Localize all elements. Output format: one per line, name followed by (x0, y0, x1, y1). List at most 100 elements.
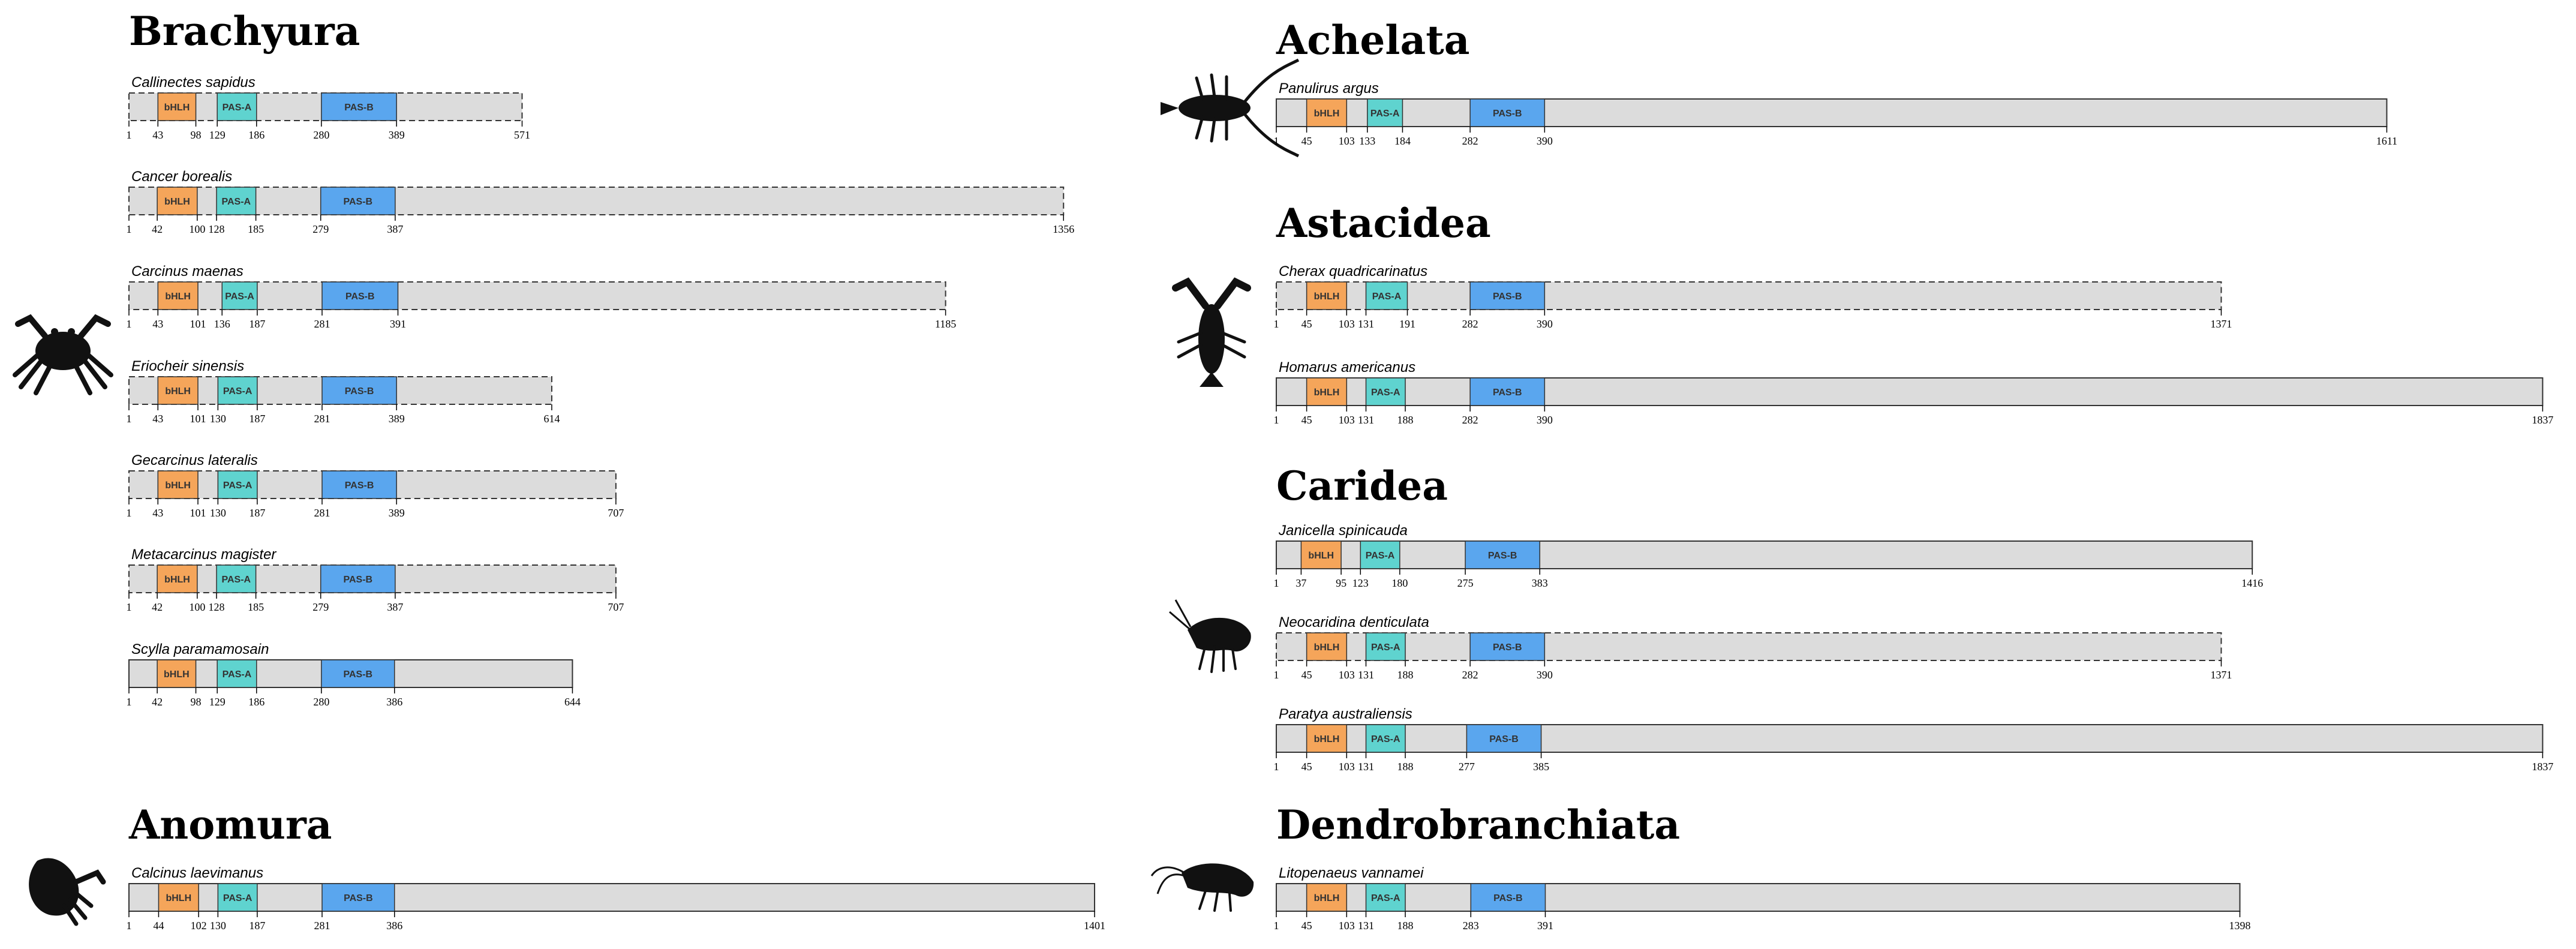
tick-label: 101 (190, 413, 206, 425)
tick-label: 390 (1537, 669, 1553, 681)
tick-label: 1837 (2532, 414, 2553, 426)
tick-label: 187 (249, 920, 265, 932)
protein-bar (1276, 281, 2222, 310)
tick-label: 614 (543, 413, 560, 425)
domain-label: PAS-A (223, 893, 253, 903)
pas-a-domain (1365, 883, 1406, 912)
protein-bar (128, 187, 1065, 215)
domain-label: PAS-A (223, 669, 252, 680)
domain-label: bHLH (1314, 388, 1340, 398)
domain-label: PAS-A (223, 480, 253, 491)
tick-label: 184 (1394, 135, 1411, 147)
tick-label: 1416 (2241, 577, 2263, 589)
tick-label: 1 (1274, 577, 1279, 589)
tick-label: 1401 (1084, 920, 1105, 932)
tick-label: 130 (210, 507, 226, 519)
tick-label: 188 (1397, 920, 1414, 932)
tick-label: 187 (249, 413, 265, 425)
domain-label: PAS-A (1371, 734, 1400, 744)
tick-label: 43 (152, 129, 163, 141)
pas-b-domain (320, 187, 396, 215)
domain-label: bHLH (1314, 734, 1340, 744)
pas-b-domain (1469, 377, 1546, 406)
group-title: Caridea (1276, 463, 1448, 509)
bhlh-domain (157, 376, 199, 405)
pas-b-domain (1465, 540, 1541, 569)
tick-label: 43 (152, 318, 163, 330)
tick-label: 42 (152, 223, 163, 235)
pas-b-domain (1466, 724, 1542, 753)
tick-label: 279 (312, 601, 329, 613)
tick-label: 1 (1274, 318, 1279, 330)
domain-label: PAS-A (1371, 642, 1400, 653)
tick-label: 1 (127, 223, 132, 235)
tick-label: 44 (153, 920, 164, 932)
tick-label: 131 (1358, 318, 1374, 330)
tick-label: 1 (1274, 920, 1279, 932)
tick-label: 186 (248, 696, 264, 708)
species-name: Gecarcinus lateralis (131, 452, 258, 469)
bhlh-domain (158, 883, 199, 912)
pas-b-domain (1469, 98, 1546, 127)
domain-label: PAS-B (345, 480, 374, 491)
pas-a-domain (217, 883, 258, 912)
bhlh-domain (157, 659, 197, 688)
domain-label: PAS-B (345, 386, 374, 397)
species-name: Scylla paramamosain (131, 641, 269, 657)
tick-label: 707 (608, 507, 624, 519)
tick-label: 387 (387, 601, 403, 613)
pas-a-domain (217, 376, 258, 405)
tick-label: 188 (1397, 414, 1414, 426)
domain-label: bHLH (1314, 109, 1340, 119)
tick-label: 130 (210, 920, 226, 932)
tick-label: 98 (191, 129, 202, 141)
species-name: Metacarcinus magister (131, 546, 276, 563)
pas-a-domain (1365, 724, 1406, 753)
tick-label: 282 (1462, 414, 1478, 426)
pas-a-domain (216, 564, 257, 593)
tick-label: 103 (1339, 318, 1355, 330)
pas-b-domain (321, 470, 397, 499)
tick-label: 186 (248, 129, 264, 141)
domain-label: PAS-A (223, 386, 253, 397)
tick-label: 45 (1301, 669, 1312, 681)
tick-label: 387 (387, 223, 403, 235)
species-name: Janicella spinicauda (1278, 522, 1408, 539)
bhlh-domain (157, 92, 197, 121)
tick-label: 571 (514, 129, 530, 141)
domain-label: PAS-B (1493, 642, 1522, 653)
domain-label: PAS-B (344, 669, 373, 680)
tick-label: 1 (1274, 414, 1279, 426)
species-name: Paratya australiensis (1279, 706, 1412, 722)
domain-label: PAS-A (222, 197, 251, 207)
tick-label: 279 (312, 223, 329, 235)
group-title: Brachyura (129, 8, 360, 55)
tick-label: 191 (1399, 318, 1415, 330)
domain-label: PAS-A (225, 292, 254, 302)
tick-label: 185 (248, 223, 264, 235)
tick-label: 282 (1462, 135, 1478, 147)
tick-label: 280 (313, 129, 329, 141)
bhlh-domain (1306, 632, 1348, 661)
domain-label: PAS-B (344, 575, 373, 585)
tick-label: 98 (191, 696, 202, 708)
tick-label: 131 (1358, 920, 1374, 932)
tick-label: 187 (249, 507, 265, 519)
domain-label: bHLH (164, 575, 190, 585)
domain-label: PAS-A (223, 103, 252, 113)
penaeid-shrimp-silhouette-icon (1150, 863, 1254, 912)
tick-label: 131 (1358, 669, 1374, 681)
pas-a-domain (1367, 98, 1403, 127)
domain-label: PAS-B (344, 103, 374, 113)
tick-label: 390 (1537, 135, 1553, 147)
tick-label: 43 (152, 507, 163, 519)
tick-label: 180 (1391, 577, 1408, 589)
tick-label: 383 (1532, 577, 1548, 589)
